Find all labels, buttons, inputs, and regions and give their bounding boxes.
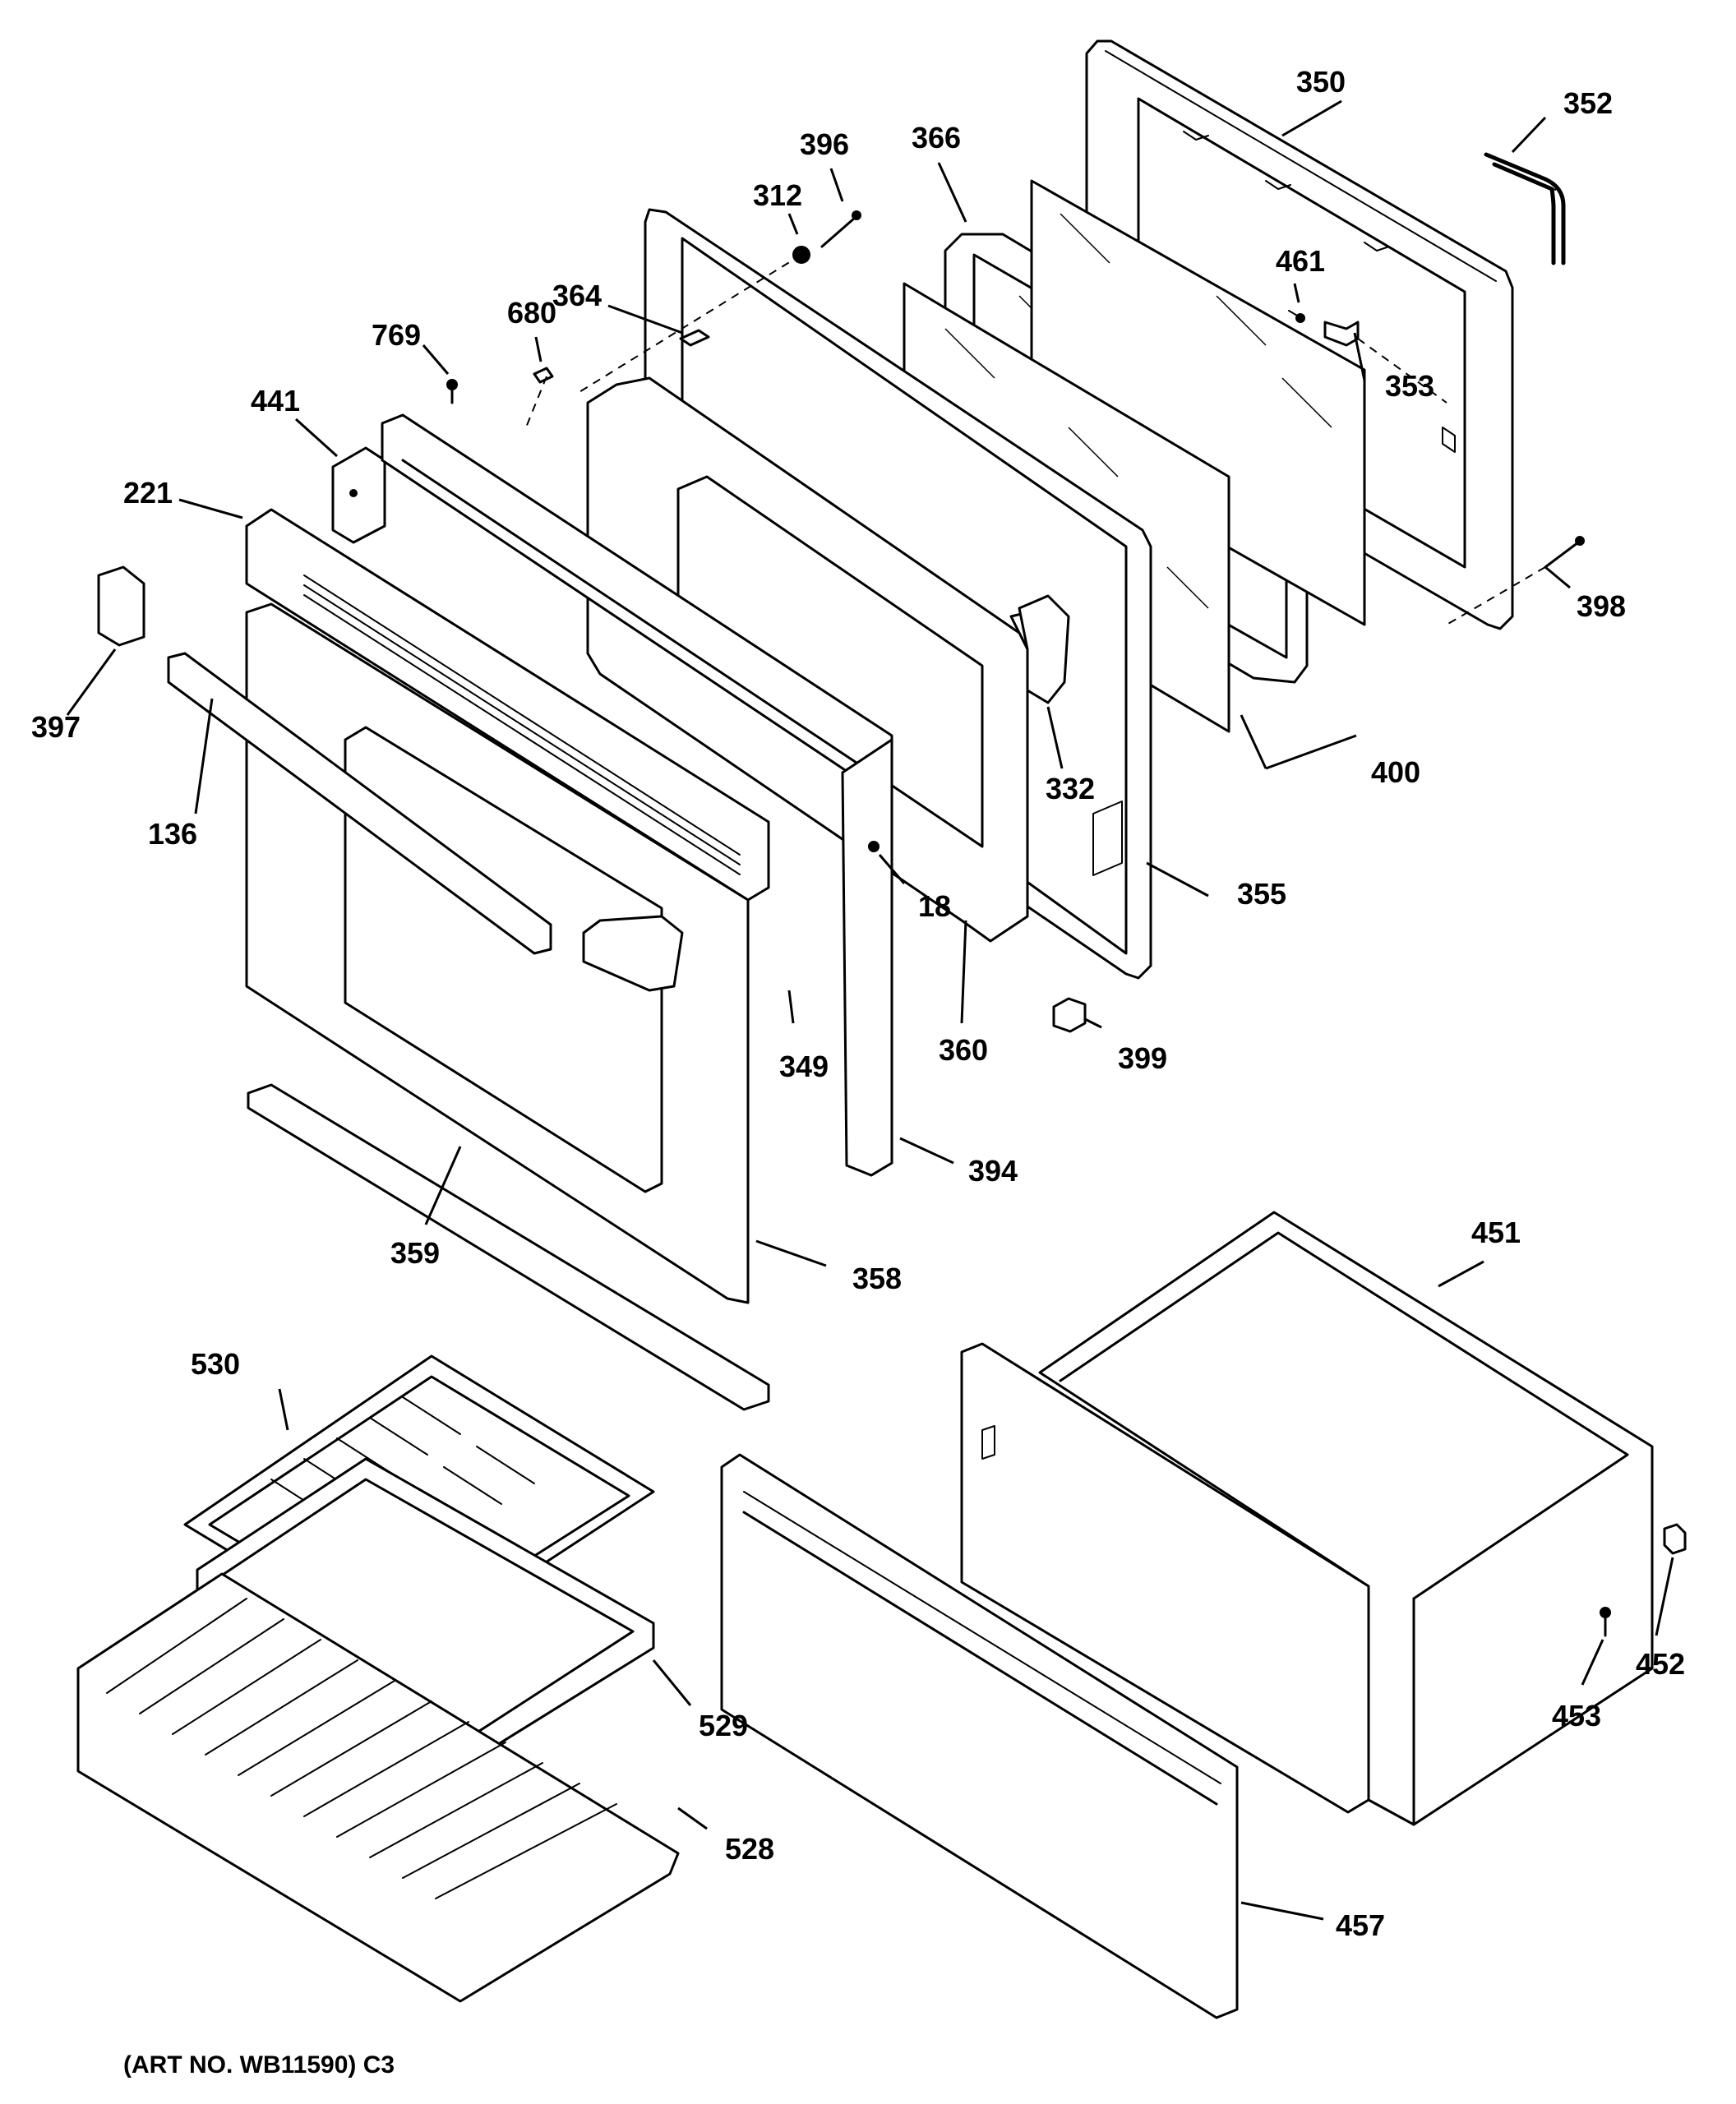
label-453: 453 [1552, 1699, 1601, 1733]
label-136: 136 [148, 817, 197, 851]
part-680-clip [533, 367, 554, 384]
label-352: 352 [1563, 86, 1613, 120]
label-332: 332 [1046, 772, 1095, 805]
label-451: 451 [1471, 1216, 1521, 1249]
part-352-door-gasket [1484, 152, 1566, 265]
part-labels: 350 352 396 366 312 461 364 680 769 353 … [31, 65, 1685, 1942]
label-364: 364 [552, 279, 602, 312]
label-399: 399 [1118, 1041, 1167, 1075]
part-399-bumper [1052, 997, 1087, 1033]
label-350: 350 [1296, 65, 1346, 99]
label-769: 769 [372, 318, 421, 352]
part-359-bottom-door-trim [247, 1083, 770, 1411]
part-769-screw [446, 379, 458, 404]
label-312: 312 [753, 178, 802, 212]
part-18-screw [868, 841, 880, 852]
part-457-drawer-front [720, 1453, 1239, 2019]
part-332-bracket [1018, 594, 1070, 704]
alignment-lines [525, 254, 1546, 625]
part-451-drawer-side [960, 1342, 1370, 1814]
part-528-oven-rack [76, 1572, 680, 2003]
part-221-upper-trim [245, 508, 770, 902]
art-number-caption: (ART NO. WB11590) C3 [123, 2051, 395, 2079]
label-529: 529 [699, 1709, 748, 1742]
label-400: 400 [1371, 755, 1420, 789]
label-457: 457 [1336, 1908, 1385, 1942]
label-530: 530 [191, 1347, 240, 1381]
label-18: 18 [918, 889, 951, 923]
label-397: 397 [31, 710, 81, 744]
label-360: 360 [939, 1033, 988, 1067]
part-452-drawer-bumper [1663, 1523, 1687, 1555]
label-221: 221 [123, 476, 173, 510]
part-398-screw [1544, 536, 1585, 569]
label-355: 355 [1237, 877, 1286, 911]
part-453-drawer-screw [1600, 1607, 1611, 1637]
leader-lines [66, 99, 1674, 1921]
part-461-screw [1288, 310, 1305, 323]
part-396-screw [820, 210, 861, 248]
label-359: 359 [390, 1236, 440, 1270]
part-358-outer-door [245, 602, 750, 1304]
label-528: 528 [725, 1832, 774, 1866]
label-441: 441 [251, 384, 300, 418]
label-396: 396 [800, 127, 849, 161]
label-366: 366 [912, 121, 961, 155]
label-461: 461 [1276, 244, 1325, 278]
label-680: 680 [507, 296, 556, 330]
label-398: 398 [1577, 589, 1626, 623]
part-349-handle-end-cap [582, 915, 684, 992]
label-394: 394 [968, 1154, 1018, 1188]
label-452: 452 [1636, 1647, 1685, 1681]
label-358: 358 [852, 1262, 902, 1295]
part-397-clip [97, 565, 145, 647]
part-441-hinge [331, 446, 386, 544]
part-364-door-hinge-slot [679, 329, 710, 347]
part-394-side-frame [841, 738, 893, 1177]
label-353: 353 [1385, 369, 1434, 403]
label-349: 349 [779, 1050, 829, 1083]
part-136-door-handle [167, 652, 552, 955]
